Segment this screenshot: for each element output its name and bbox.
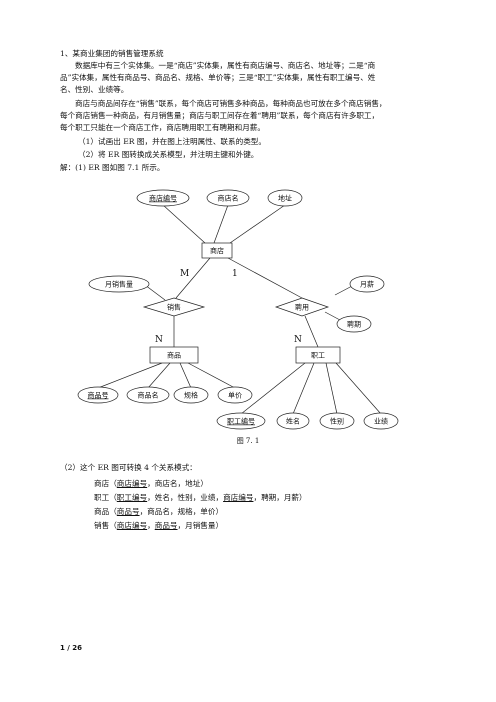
cardinality-store-sale: M bbox=[180, 269, 189, 279]
attr-monthly-salary: 月薪 bbox=[349, 275, 385, 293]
svg-text:规格: 规格 bbox=[184, 391, 198, 400]
relationship-hire: 聘用 bbox=[274, 297, 330, 317]
cardinality-hire-staff: N bbox=[294, 335, 302, 345]
svg-text:职工: 职工 bbox=[311, 352, 325, 360]
attr-staff-id: 职工编号 bbox=[216, 412, 266, 430]
svg-text:商店名: 商店名 bbox=[218, 194, 239, 203]
attr-address: 地址 bbox=[267, 189, 303, 207]
line-performance bbox=[335, 362, 382, 415]
attr-spec: 规格 bbox=[173, 386, 209, 404]
svg-text:商品名: 商品名 bbox=[138, 391, 159, 400]
entity-product: 商品 bbox=[149, 346, 199, 364]
attr-performance: 业绩 bbox=[363, 412, 399, 430]
svg-text:商店: 商店 bbox=[210, 246, 224, 255]
task-2: （2）将 ER 图转换成关系模型，并注明主键和外键。 bbox=[78, 150, 259, 159]
relation-sale: 销售（商店编号，商品号，月销售量） bbox=[94, 521, 224, 530]
entity-staff: 职工 bbox=[295, 346, 341, 364]
svg-text:聘用: 聘用 bbox=[295, 303, 309, 312]
svg-text:商店编号: 商店编号 bbox=[149, 194, 177, 203]
attr-gender: 性别 bbox=[319, 412, 355, 430]
attr-monthly-sales: 月销售量 bbox=[88, 275, 150, 293]
attr-hire-period: 聘期 bbox=[336, 315, 372, 333]
svg-text:姓名: 姓名 bbox=[286, 417, 300, 426]
svg-text:业绩: 业绩 bbox=[374, 417, 388, 426]
line-store-hire bbox=[227, 257, 303, 299]
svg-text:月薪: 月薪 bbox=[360, 280, 374, 289]
task-1: （1）试画出 ER 图，并在图上注明属性、联系的类型。 bbox=[78, 137, 266, 146]
page-number: 1 / 26 bbox=[60, 644, 83, 652]
figure-caption: 图 7. 1 bbox=[237, 437, 260, 445]
paragraph-2-line-3: 每个职工只能在一个商店工作，商店聘用职工有聘期和月薪。 bbox=[60, 123, 266, 132]
cardinality-sale-product: N bbox=[155, 335, 163, 345]
line-address bbox=[229, 204, 286, 244]
attr-price: 单价 bbox=[217, 386, 253, 404]
line-gender bbox=[325, 362, 338, 415]
svg-text:商品号: 商品号 bbox=[88, 391, 109, 400]
svg-text:商品: 商品 bbox=[167, 351, 181, 360]
paragraph-1-line-3: 名、性别、业绩等。 bbox=[60, 85, 129, 94]
entity-store: 商店 bbox=[201, 242, 233, 259]
line-store-name bbox=[213, 204, 229, 244]
line-staff-id bbox=[240, 362, 306, 415]
line-price bbox=[187, 362, 236, 389]
relation-sale-pk-2: 商品号 bbox=[154, 521, 178, 530]
attr-store-name: 商店名 bbox=[206, 189, 250, 207]
relation-staff-fk: 商店编号 bbox=[223, 493, 254, 502]
svg-text:性别: 性别 bbox=[330, 417, 344, 426]
attr-staff-name: 姓名 bbox=[276, 412, 310, 430]
line-hire-period bbox=[324, 311, 341, 321]
line-spec bbox=[179, 362, 192, 389]
relationship-sale: 销售 bbox=[142, 297, 206, 317]
relation-product-pk: 商品号 bbox=[116, 507, 140, 516]
paragraph-1-line-2: 品”实体集，属性有商品号、商品名、规格、单价等；三是“职工”实体集，属性有职工编… bbox=[60, 73, 376, 82]
line-store-id bbox=[162, 204, 206, 244]
paragraph-2-line-2: 每个商店销售一种商品，有月销售量；商店与职工间存在着“聘用”联系，每个商店有许多… bbox=[60, 111, 380, 120]
relation-product: 商品（商品号，商品名，规格，单价） bbox=[94, 507, 224, 516]
answer-intro: 解：(1) ER 图如图 7.1 所示。 bbox=[60, 163, 165, 172]
cardinality-store-hire: 1 bbox=[232, 269, 238, 279]
svg-text:聘期: 聘期 bbox=[347, 320, 361, 329]
relation-store: 商店（商店编号，商店名，地址） bbox=[94, 479, 208, 488]
line-product-id bbox=[97, 362, 163, 389]
attr-product-id: 商品号 bbox=[77, 386, 119, 404]
attr-store-id: 商店编号 bbox=[136, 189, 190, 207]
question-title: 1、某商业集团的销售管理系统 bbox=[60, 49, 164, 58]
svg-text:单价: 单价 bbox=[228, 391, 242, 400]
attr-product-name: 商品名 bbox=[126, 386, 170, 404]
line-product-name bbox=[147, 362, 171, 389]
line-store-sale bbox=[175, 257, 211, 299]
relation-staff-pk: 职工编号 bbox=[116, 493, 148, 502]
relation-staff: 职工（职工编号，姓名，性别，业绩，商店编号，聘期，月薪） bbox=[94, 493, 307, 502]
svg-text:地址: 地址 bbox=[278, 194, 292, 203]
line-staff-name bbox=[292, 362, 315, 415]
svg-text:销售: 销售 bbox=[167, 303, 181, 312]
relation-sale-pk-1: 商店编号 bbox=[116, 521, 148, 530]
svg-text:职工编号: 职工编号 bbox=[227, 417, 255, 426]
part2-intro: （2）这个 ER 图可转换 4 个关系模式： bbox=[60, 463, 197, 472]
relation-store-pk: 商店编号 bbox=[116, 479, 148, 488]
paragraph-2-line-1: 商店与商品间存在“销售”联系，每个商店可销售多种商品，每种商品也可放在多个商店销… bbox=[75, 99, 387, 108]
line-monthly-sales bbox=[144, 284, 166, 301]
line-hire-staff bbox=[304, 315, 319, 348]
paragraph-1-line-1: 数据库中有三个实体集。一是“商店”实体集，属性有商店编号、商店名、地址等；二是“… bbox=[75, 61, 376, 70]
svg-text:月销售量: 月销售量 bbox=[105, 280, 133, 289]
